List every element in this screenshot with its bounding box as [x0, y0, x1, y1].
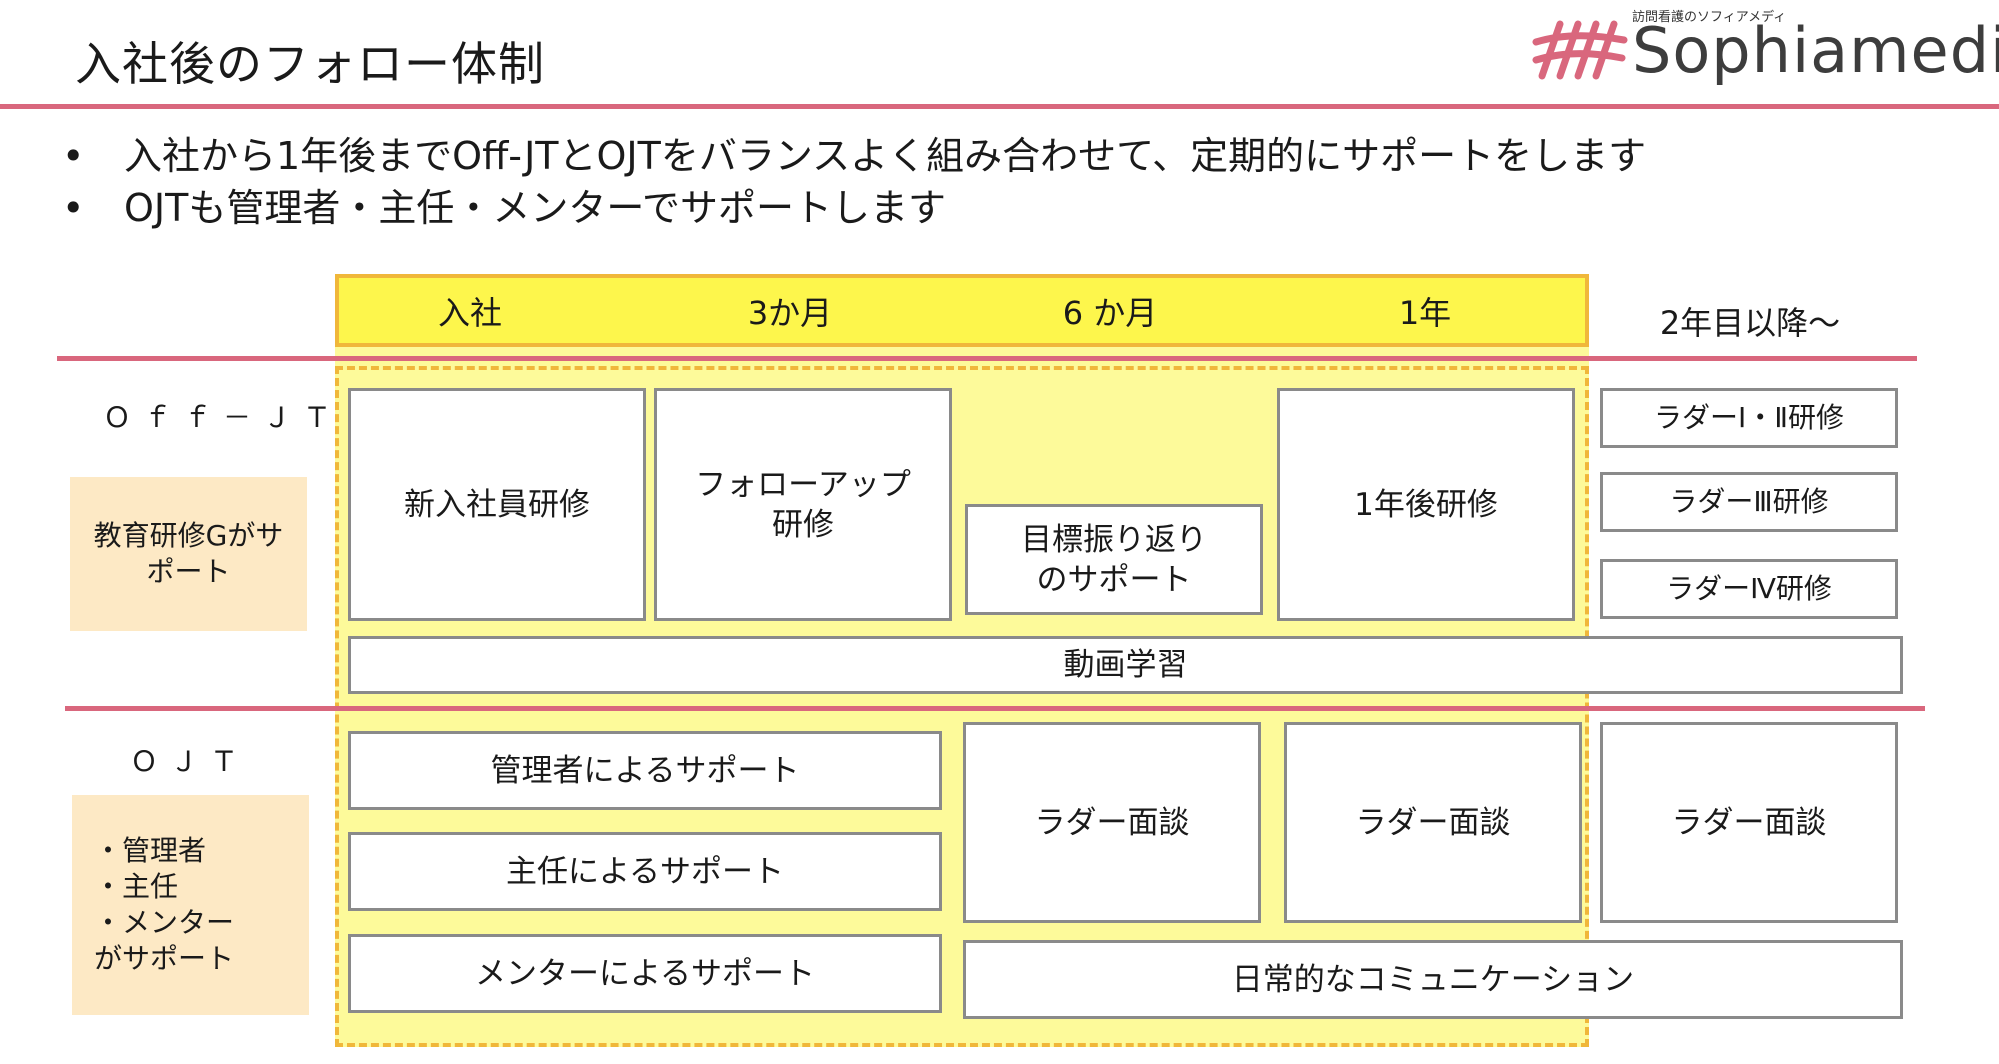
timeline-header-2nd-year: 2年目以降～ [1659, 303, 1841, 342]
logo-wordmark: Sophiamedi [1632, 14, 1999, 87]
bullet-list: • 入社から1年後までOff-JTとOJTをバランスよく組み合わせて、定期的にサポ… [62, 130, 1646, 234]
ojt-support-line: がサポート [94, 942, 235, 975]
company-logo: 訪問看護のソフィアメディ Sophiamedi [1532, 2, 1999, 102]
ladder-3-training-box: ラダーⅢ研修 [1600, 472, 1898, 532]
ojt-support-line: ・主任 [94, 870, 179, 903]
timeline-header-6months: 6 か月 [1062, 293, 1158, 332]
title-divider [0, 104, 1999, 109]
ojt-support-line: ・メンター [94, 906, 235, 939]
bullet-text: OJTも管理者・主任・メンターでサポートします [124, 186, 947, 230]
goal-review-support-box: 目標振り返り のサポート [965, 504, 1263, 615]
ojt-support-box: ・管理者 ・主任 ・メンター がサポート [72, 795, 309, 1015]
new-hire-training-box: 新入社員研修 [348, 388, 646, 621]
bullet-text: 入社から1年後までOff-JTとOJTをバランスよく組み合わせて、定期的にサポー… [124, 134, 1647, 178]
followup-training-line: 研修 [771, 506, 834, 543]
ojt-support-line: ・管理者 [94, 834, 207, 867]
manager-support-box: 管理者によるサポート [348, 731, 942, 810]
bullet-dot-icon: • [62, 134, 85, 178]
followup-training-box: フォローアップ 研修 [654, 388, 952, 621]
offjt-support-line: ポート [146, 555, 231, 588]
offjt-label: Ｏｆｆ－ＪＴ [103, 401, 344, 434]
goal-review-line: 目標振り返り [1021, 521, 1207, 558]
bullet-item: • OJTも管理者・主任・メンターでサポートします [62, 182, 1646, 234]
ojt-section-divider [65, 706, 1925, 711]
one-year-training-box: 1年後研修 [1277, 388, 1575, 621]
video-learning-box: 動画学習 [348, 636, 1903, 694]
timeline-header-band [335, 274, 1589, 347]
ladder-interview-box: ラダー面談 [1284, 722, 1582, 923]
daily-communication-box: 日常的なコミュニケーション [963, 940, 1903, 1019]
offjt-support-box: 教育研修Gがサ ポート [70, 477, 307, 631]
chief-support-box: 主任によるサポート [348, 832, 942, 911]
ladder-1-2-training-box: ラダーⅠ・Ⅱ研修 [1600, 388, 1898, 448]
bullet-dot-icon: • [62, 186, 85, 230]
bullet-item: • 入社から1年後までOff-JTとOJTをバランスよく組み合わせて、定期的にサポ… [62, 130, 1646, 182]
ladder-interview-box: ラダー面談 [963, 722, 1261, 923]
logo-mark-icon [1532, 20, 1628, 80]
offjt-section-divider [57, 356, 1917, 361]
ladder-4-training-box: ラダーⅣ研修 [1600, 559, 1898, 619]
mentor-support-box: メンターによるサポート [348, 934, 942, 1013]
offjt-support-line: 教育研修Gがサ [93, 519, 284, 552]
timeline-header-3months: 3か月 [747, 293, 833, 332]
logo-subtitle: 訪問看護のソフィアメディ [1632, 10, 1787, 25]
ladder-interview-box: ラダー面談 [1600, 722, 1898, 923]
goal-review-line: のサポート [1036, 561, 1192, 598]
ojt-label: ＯＪＴ [130, 745, 251, 778]
timeline-header-join: 入社 [437, 293, 502, 332]
timeline-header-1year: 1年 [1398, 293, 1452, 332]
page-title: 入社後のフォロー体制 [75, 37, 545, 91]
followup-training-line: フォローアップ [695, 466, 911, 503]
